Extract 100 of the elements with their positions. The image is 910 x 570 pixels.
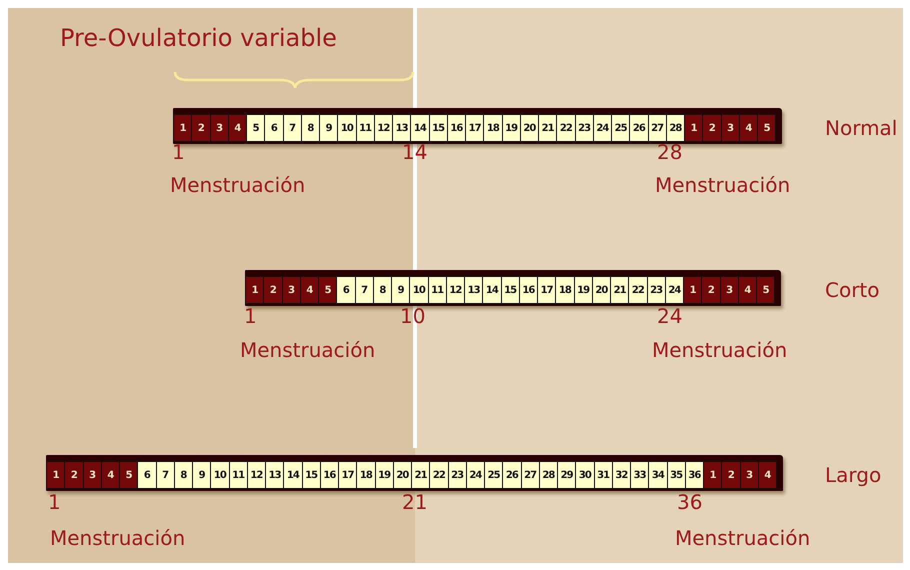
cycle-type-label: Largo — [825, 463, 882, 487]
day-marker: 1 — [172, 140, 185, 164]
day-cell: 17 — [537, 276, 556, 304]
day-cell: 13 — [464, 276, 484, 304]
day-cell: 21 — [610, 276, 630, 304]
day-cell: 27 — [648, 114, 667, 142]
day-cell: 1 — [683, 276, 702, 304]
day-cell: 24 — [664, 276, 684, 304]
day-cell: 2 — [701, 276, 720, 304]
day-cell: 24 — [466, 461, 485, 489]
day-cell: 5 — [757, 114, 776, 142]
day-cell: 15 — [302, 461, 321, 489]
day-cell: 2 — [191, 114, 210, 142]
day-cell: 16 — [446, 114, 466, 142]
day-cell: 23 — [646, 276, 666, 304]
day-cell: 6 — [336, 276, 356, 304]
day-cell: 7 — [156, 461, 175, 489]
day-cell: 14 — [482, 276, 502, 304]
day-cell: 9 — [391, 276, 410, 304]
day-cell: 12 — [446, 276, 465, 304]
day-cell: 3 — [82, 461, 102, 489]
phase-label: Menstruación — [675, 526, 810, 550]
day-cell: 3 — [282, 276, 301, 304]
day-cell: 3 — [210, 114, 229, 142]
day-marker: 10 — [400, 304, 426, 328]
day-cell: 36 — [684, 461, 704, 489]
day-cell: 9 — [319, 114, 338, 142]
day-cell: 20 — [592, 276, 611, 304]
day-cell: 3 — [720, 114, 740, 142]
phase-label: Menstruación — [170, 173, 306, 197]
day-cell: 19 — [502, 114, 521, 142]
day-cell: 11 — [428, 276, 447, 304]
day-cell: 18 — [483, 114, 502, 142]
day-cell: 16 — [518, 276, 538, 304]
day-cell: 35 — [666, 461, 686, 489]
cycle-type-label: Normal — [825, 116, 898, 140]
day-cell: 1 — [173, 114, 192, 142]
day-cell: 3 — [720, 276, 739, 304]
day-cell: 4 — [758, 461, 777, 489]
day-cell: 22 — [628, 276, 648, 304]
day-cell: 23 — [448, 461, 467, 489]
day-cell: 10 — [409, 276, 428, 304]
day-cell: 4 — [228, 114, 247, 142]
day-cell: 5 — [246, 114, 266, 142]
day-cell: 14 — [283, 461, 302, 489]
day-cell: 4 — [738, 276, 757, 304]
day-cell: 3 — [740, 461, 759, 489]
day-cell: 26 — [629, 114, 648, 142]
day-cell: 21 — [538, 114, 558, 142]
day-cell: 29 — [557, 461, 576, 489]
day-cell: 8 — [372, 276, 392, 304]
day-cell: 31 — [594, 461, 613, 489]
day-cell: 14 — [410, 114, 430, 142]
day-cell: 6 — [264, 114, 284, 142]
day-cell: 1 — [703, 461, 722, 489]
day-cell: 15 — [500, 276, 520, 304]
day-cell: 32 — [612, 461, 631, 489]
day-cell: 34 — [648, 461, 668, 489]
heading: Pre-Ovulatorio variable — [60, 24, 337, 52]
day-cell: 2 — [702, 114, 722, 142]
day-cell: 21 — [411, 461, 430, 489]
day-cell: 8 — [174, 461, 193, 489]
day-marker: 14 — [402, 140, 428, 164]
day-marker: 36 — [677, 490, 702, 514]
day-cell: 19 — [574, 276, 593, 304]
day-cell: 2 — [263, 276, 282, 304]
day-cell: 1 — [46, 461, 66, 489]
day-cell: 27 — [520, 461, 540, 489]
cycle-type-label: Corto — [825, 278, 880, 302]
day-cell: 18 — [356, 461, 376, 489]
day-cell: 24 — [592, 114, 612, 142]
day-cell: 33 — [630, 461, 650, 489]
day-cell: 12 — [374, 114, 393, 142]
day-marker: 24 — [657, 304, 682, 328]
day-cell: 15 — [428, 114, 448, 142]
phase-label: Menstruación — [50, 526, 186, 550]
day-cell: 11 — [228, 461, 248, 489]
day-cell: 5 — [756, 276, 776, 304]
day-cell: 17 — [338, 461, 358, 489]
day-cell: 20 — [520, 114, 539, 142]
day-cell: 5 — [318, 276, 338, 304]
phase-label: Menstruación — [240, 338, 376, 362]
day-cell: 8 — [300, 114, 320, 142]
day-cell: 22 — [556, 114, 576, 142]
day-cell: 13 — [265, 461, 284, 489]
day-cell: 13 — [392, 114, 412, 142]
day-cell: 2 — [721, 461, 740, 489]
day-cell: 9 — [192, 461, 212, 489]
day-cell: 10 — [337, 114, 356, 142]
day-cell: 1 — [245, 276, 264, 304]
day-cell: 22 — [429, 461, 448, 489]
day-cell: 5 — [119, 461, 138, 489]
day-cell: 18 — [555, 276, 574, 304]
day-cell: 4 — [300, 276, 319, 304]
phase-label: Menstruación — [652, 338, 788, 362]
day-cell: 25 — [484, 461, 504, 489]
day-cell: 10 — [210, 461, 230, 489]
day-cell: 28 — [666, 114, 685, 142]
day-cell: 12 — [246, 461, 266, 489]
day-cell: 6 — [137, 461, 156, 489]
